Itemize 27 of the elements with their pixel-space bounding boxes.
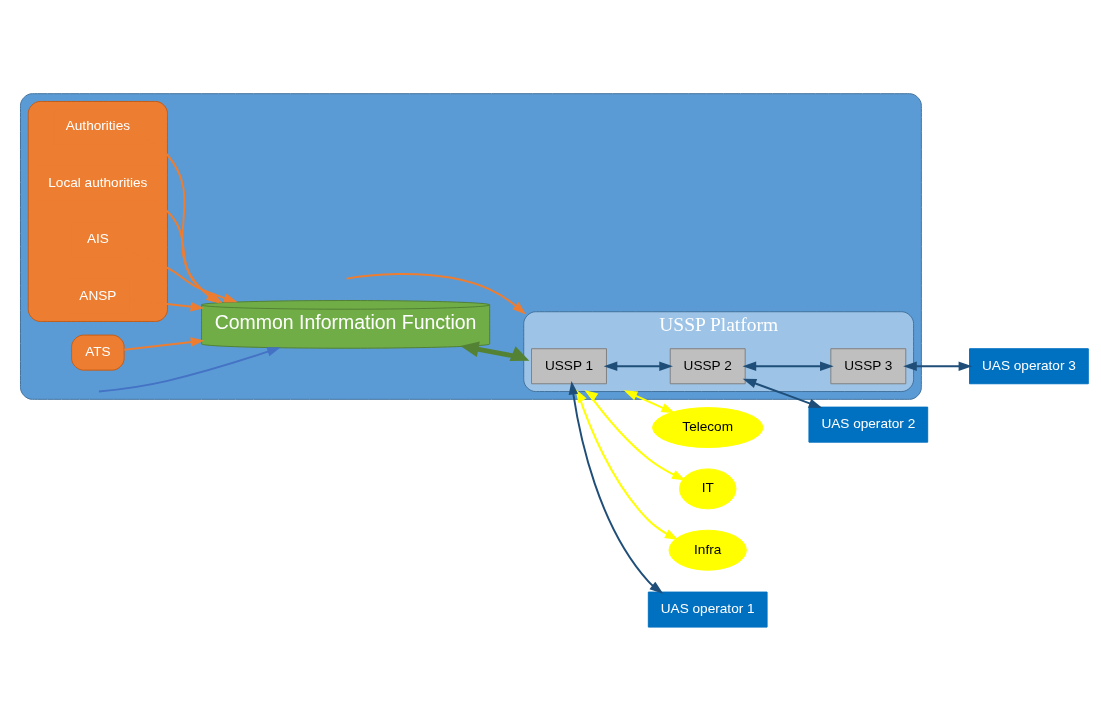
cluster xyxy=(27,100,168,322)
arrow xyxy=(460,340,530,361)
arrow xyxy=(584,389,686,480)
arrow xyxy=(575,388,679,540)
arrow xyxy=(345,272,526,314)
arrow xyxy=(603,360,673,371)
node-box: UAS operator 3 xyxy=(969,347,1089,384)
node-text: Local authorities xyxy=(48,174,148,190)
node-ellipse: Infra xyxy=(668,529,747,571)
arrow xyxy=(623,389,676,413)
node-box: ATS xyxy=(71,334,125,371)
arrow xyxy=(568,380,664,594)
node-text: Authorities xyxy=(65,117,131,133)
node-box: USSP 1 xyxy=(531,347,607,384)
arrow xyxy=(742,378,823,408)
arrow xyxy=(742,360,834,371)
node-ellipse: Telecom xyxy=(652,406,764,448)
node-ellipse: IT xyxy=(679,467,737,509)
node-box: UAS operator 1 xyxy=(647,591,768,628)
arrow xyxy=(97,346,281,392)
node-box: USSP 3 xyxy=(830,347,907,384)
arrow xyxy=(123,336,205,351)
node-text: AIS xyxy=(86,230,109,246)
node-box: USSP 2 xyxy=(669,347,746,384)
node-box: UAS operator 2 xyxy=(808,406,929,443)
arrow xyxy=(903,360,973,371)
node-text: ANSP xyxy=(79,287,117,303)
